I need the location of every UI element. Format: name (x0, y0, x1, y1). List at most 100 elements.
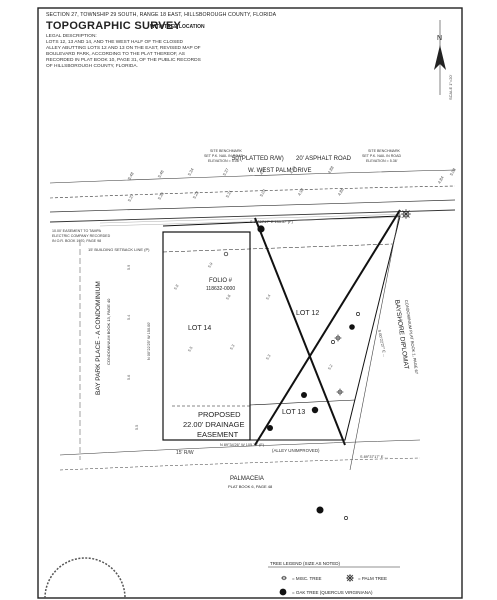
svg-text:4.89: 4.89 (289, 165, 298, 175)
folio-number: 118632-0000 (206, 286, 235, 292)
section-line: SECTION 27, TOWNSHIP 29 SOUTH, RANGE 18 … (46, 12, 277, 18)
svg-text:5.22: 5.22 (192, 190, 201, 200)
drainage-line-1: PROPOSED (198, 410, 241, 419)
alley-unimproved-label: (ALLEY UNIMPROVED) (272, 448, 320, 453)
south-parcel-book: PLAT BOOK 6, PAGE 48 (228, 484, 273, 489)
palm-tree-icon (401, 209, 411, 219)
svg-text:5.48: 5.48 (127, 171, 136, 181)
palm-tree-icon (336, 388, 344, 396)
svg-text:5.9: 5.9 (207, 262, 213, 269)
alley-row-label: 15' R/W (176, 450, 194, 456)
benchmark-right: SITE BENCHMARK SET P.K. NAIL IN ROAD ELE… (362, 149, 401, 163)
te-line-3: IN O.R. BOOK 1970, PAGE 98 (52, 239, 101, 243)
page-subtitle: WITH TREE LOCATION (150, 24, 205, 30)
road-labels: 50'(PLATTED R/W) 20' ASPHALT ROAD W. WES… (232, 156, 352, 174)
svg-text:5.3: 5.3 (265, 354, 271, 361)
road-pavement-label: 20' ASPHALT ROAD (296, 156, 352, 162)
setback-label: 15' BUILDING SETBACK LINE (P) (88, 247, 150, 252)
legal-line: LOTS 12, 13 AND 14, AND THE WEST HALF OF… (46, 40, 184, 45)
bearing-labels: S 89°37'17" E 133.37' (F) N 89°34'26" W … (147, 220, 388, 459)
svg-text:4.84: 4.84 (437, 175, 446, 185)
benchmark-left: SITE BENCHMARK SET P.K. NAIL IN ROAD ELE… (204, 149, 243, 163)
svg-text:5.9: 5.9 (127, 265, 131, 270)
elevation-callouts: 5.48 5.46 5.34 5.37 4.97 4.89 4.88 5.37 … (127, 165, 458, 203)
drainage-line-3: EASEMENT (197, 430, 239, 439)
north-arrow-icon: N SCALE 1"=20' (434, 20, 453, 100)
bearing-east: S 00°22'27" E ... (377, 329, 387, 357)
road-edges (49, 169, 456, 223)
road-name-label: W. WEST PALM DRIVE (248, 168, 311, 174)
cross-lines (254, 209, 401, 446)
property-boundary (162, 215, 401, 441)
svg-text:5.6: 5.6 (225, 294, 231, 301)
interior-elevations: 5.9 5.8 5.6 5.5 5.3 5.4 5.3 5.2 (173, 262, 333, 371)
legal-line: ALLEY ABUTTING LOTS 12 AND 13 ON THE EAS… (46, 46, 201, 51)
misc-tree-icon (344, 516, 348, 520)
svg-text:5.5: 5.5 (187, 346, 193, 353)
legend-oak-label: = OAK TREE (QUERCUS VIRGINIANA) (292, 590, 373, 595)
benchmark-left-line-2: SET P.K. NAIL IN ROAD (204, 154, 243, 158)
folio-label: FOLIO # (209, 278, 233, 284)
benchmark-left-line-1: SITE BENCHMARK (210, 149, 243, 153)
drainage-easement-label: PROPOSED 22.00' DRAINAGE EASEMENT (183, 410, 244, 439)
svg-text:5.8: 5.8 (173, 284, 179, 291)
west-elevations: 5.9 5.4 5.6 5.5 (127, 265, 139, 430)
tree-legend: TREE LEGEND (SIZE AS NOTED) = MISC. TREE… (268, 561, 400, 596)
oak-tree-icon (301, 392, 307, 398)
oak-tree-icon (349, 324, 355, 330)
oak-tree-icon (316, 506, 324, 514)
svg-text:5.4: 5.4 (265, 294, 271, 301)
svg-text:5.5: 5.5 (135, 425, 139, 430)
drainage-line-2: 22.00' DRAINAGE (183, 420, 244, 429)
legend-misc-tree-icon (281, 575, 287, 581)
lot-labels: LOT 14 LOT 12 LOT 13 FOLIO # 118632-0000 (188, 278, 319, 416)
te-line-1: 10.00' EASEMENT TO TAMPA (52, 229, 102, 233)
lot-13-label: LOT 13 (282, 409, 305, 416)
legal-line: OF HILLSBOROUGH COUNTY, FLORIDA. (46, 64, 138, 69)
tampa-electric-note: 10.00' EASEMENT TO TAMPA ELECTRIC COMPAN… (52, 229, 111, 243)
legend-palm-tree-icon (346, 574, 354, 582)
north-label: N (437, 35, 442, 42)
benchmark-right-line-2: SET P.K. NAIL IN ROAD (362, 154, 401, 158)
svg-text:5.4: 5.4 (127, 315, 131, 320)
bearing-south-east: S 89°37'17" E ... (360, 455, 388, 459)
svg-text:5.31: 5.31 (225, 189, 234, 199)
lot-14-label: LOT 14 (188, 325, 211, 332)
south-parcel-name: PALMACEIA (230, 476, 264, 482)
sheet-border (37, 7, 463, 599)
svg-text:4.88: 4.88 (327, 165, 336, 175)
svg-text:5.46: 5.46 (157, 169, 166, 179)
benchmark-left-line-3: ELEVATION = 5.08' (208, 159, 240, 163)
oak-tree-icon (257, 225, 265, 233)
legend-oak-tree-icon (279, 588, 287, 596)
oak-tree-icon (267, 425, 273, 431)
legend-misc-label: = MISC. TREE (292, 576, 322, 581)
svg-text:5.2: 5.2 (327, 364, 333, 371)
west-parcel-name: BAY PARK PLACE - A CONDOMINIUM (95, 281, 102, 395)
legal-line: BOULEVARD PARK, ACCORDING TO THE PLAT TH… (46, 52, 185, 57)
bearing-north: S 89°37'17" E 133.37' (F) (250, 220, 293, 224)
misc-trees (223, 251, 360, 520)
legal-description: LEGAL DESCRIPTION: LOTS 12, 13 AND 14, A… (46, 34, 316, 70)
benchmark-right-line-1: SITE BENCHMARK (368, 149, 401, 153)
west-parcel-book: CONDOMINIUM BOOK 13, PAGE 40 (106, 298, 111, 365)
svg-text:5.6: 5.6 (127, 375, 131, 380)
benchmark-right-line-3: ELEVATION = 5.36' (366, 159, 398, 163)
svg-text:5.34: 5.34 (187, 167, 196, 177)
svg-text:5.37: 5.37 (127, 193, 136, 203)
svg-text:5.03: 5.03 (259, 188, 268, 198)
svg-text:5.37: 5.37 (222, 167, 231, 177)
page-title: TOPOGRAPHIC SURVEY (46, 20, 182, 32)
alley-lines (59, 439, 421, 471)
legal-heading: LEGAL DESCRIPTION: (46, 34, 97, 39)
palm-trees (334, 209, 411, 396)
bearing-south: N 89°34'26" W 105.77' (F) (220, 443, 265, 447)
misc-tree-icon (356, 312, 360, 316)
tree-legend-title: TREE LEGEND (SIZE AS NOTED) (270, 561, 341, 566)
te-line-2: ELECTRIC COMPANY RECORDED (52, 234, 111, 238)
svg-text:5.08: 5.08 (449, 167, 458, 177)
legend-palm-label: = PALM TREE (358, 576, 387, 581)
oak-trees (257, 225, 355, 514)
svg-text:5.35: 5.35 (157, 191, 166, 201)
